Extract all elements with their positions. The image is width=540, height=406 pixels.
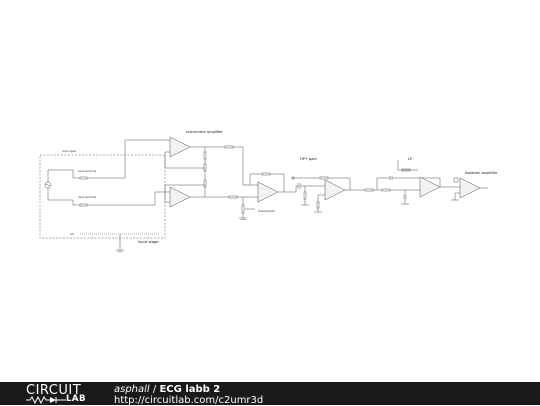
input-electrode-lower <box>79 203 88 207</box>
label-potentiometer: Potentiometer <box>258 210 275 213</box>
hp-ground-marker <box>291 176 295 180</box>
logo-text-top: CIRCUIT <box>26 383 82 398</box>
label-input-stage: Input stage <box>138 240 159 244</box>
circuitlab-logo[interactable]: CIRCUIT LAB <box>26 383 92 404</box>
author-link[interactable]: asphall <box>114 384 150 395</box>
logo-text-bottom: LAB <box>66 394 86 404</box>
input-stage-box <box>39 154 166 239</box>
logo-wave-icon <box>26 396 66 404</box>
isolation-probe <box>453 177 459 183</box>
opamp-lowpass <box>419 176 441 198</box>
circuit-url[interactable]: http://circuitlab.com/c2umr3d <box>114 395 264 406</box>
label-isolation-amplifier: Isolation amplifier <box>465 171 498 175</box>
label-hp-gain: HP+ gain <box>300 157 317 161</box>
potentiometer <box>241 204 245 214</box>
label-input-electrode-lower: Input electrode <box>78 196 97 199</box>
label-input-signal: Input signal <box>62 150 76 153</box>
opamp-instr-bottom <box>169 186 191 208</box>
circuit-schematic: Instrument amplifier HP+ gain LP Isolati… <box>39 130 498 252</box>
opamp-isolation <box>459 177 481 199</box>
opamp-instr-top <box>169 136 191 158</box>
opamp-hp-gain <box>324 179 346 201</box>
input-electrode-upper <box>79 176 88 180</box>
label-gnd: GH <box>70 233 74 236</box>
label-lp: LP <box>408 157 413 161</box>
meta-separator: / <box>149 384 160 395</box>
opamp-difference <box>257 181 279 203</box>
footer-bar: CIRCUIT LAB asphall / ECG labb 2 http://… <box>0 382 540 406</box>
circuit-meta: asphall / ECG labb 2 http://circuitlab.c… <box>114 384 263 406</box>
label-input-electrode-upper: Input electrode <box>78 170 97 173</box>
label-instrument-amplifier: Instrument amplifier <box>186 130 223 134</box>
circuit-title[interactable]: ECG labb 2 <box>159 384 221 395</box>
